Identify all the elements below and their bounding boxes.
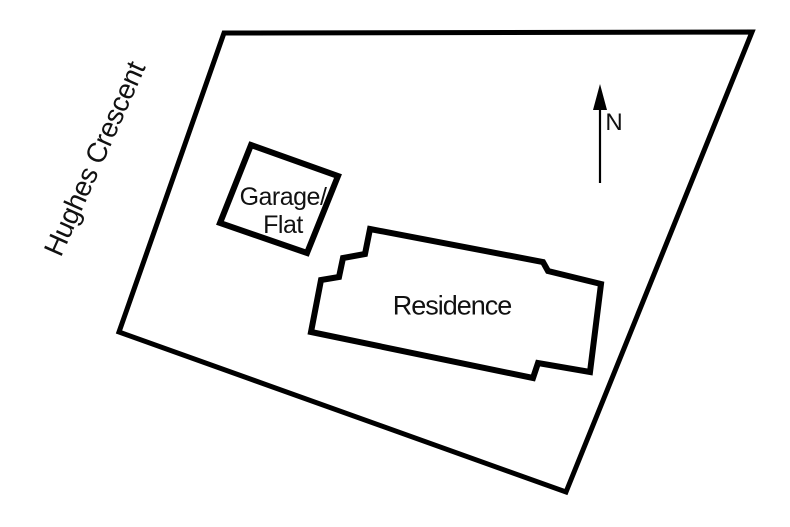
- garage-label-line2: Flat: [263, 211, 303, 239]
- residence-label: Residence: [392, 290, 513, 321]
- garage-label: Garage/ Flat: [240, 183, 327, 239]
- garage-label-line1: Garage/: [239, 183, 327, 211]
- property-boundary: [115, 29, 756, 496]
- garage-outline: [216, 141, 342, 257]
- north-label: N: [605, 109, 623, 136]
- north-arrow-head-icon: [593, 84, 607, 110]
- residence-outline: [307, 225, 605, 382]
